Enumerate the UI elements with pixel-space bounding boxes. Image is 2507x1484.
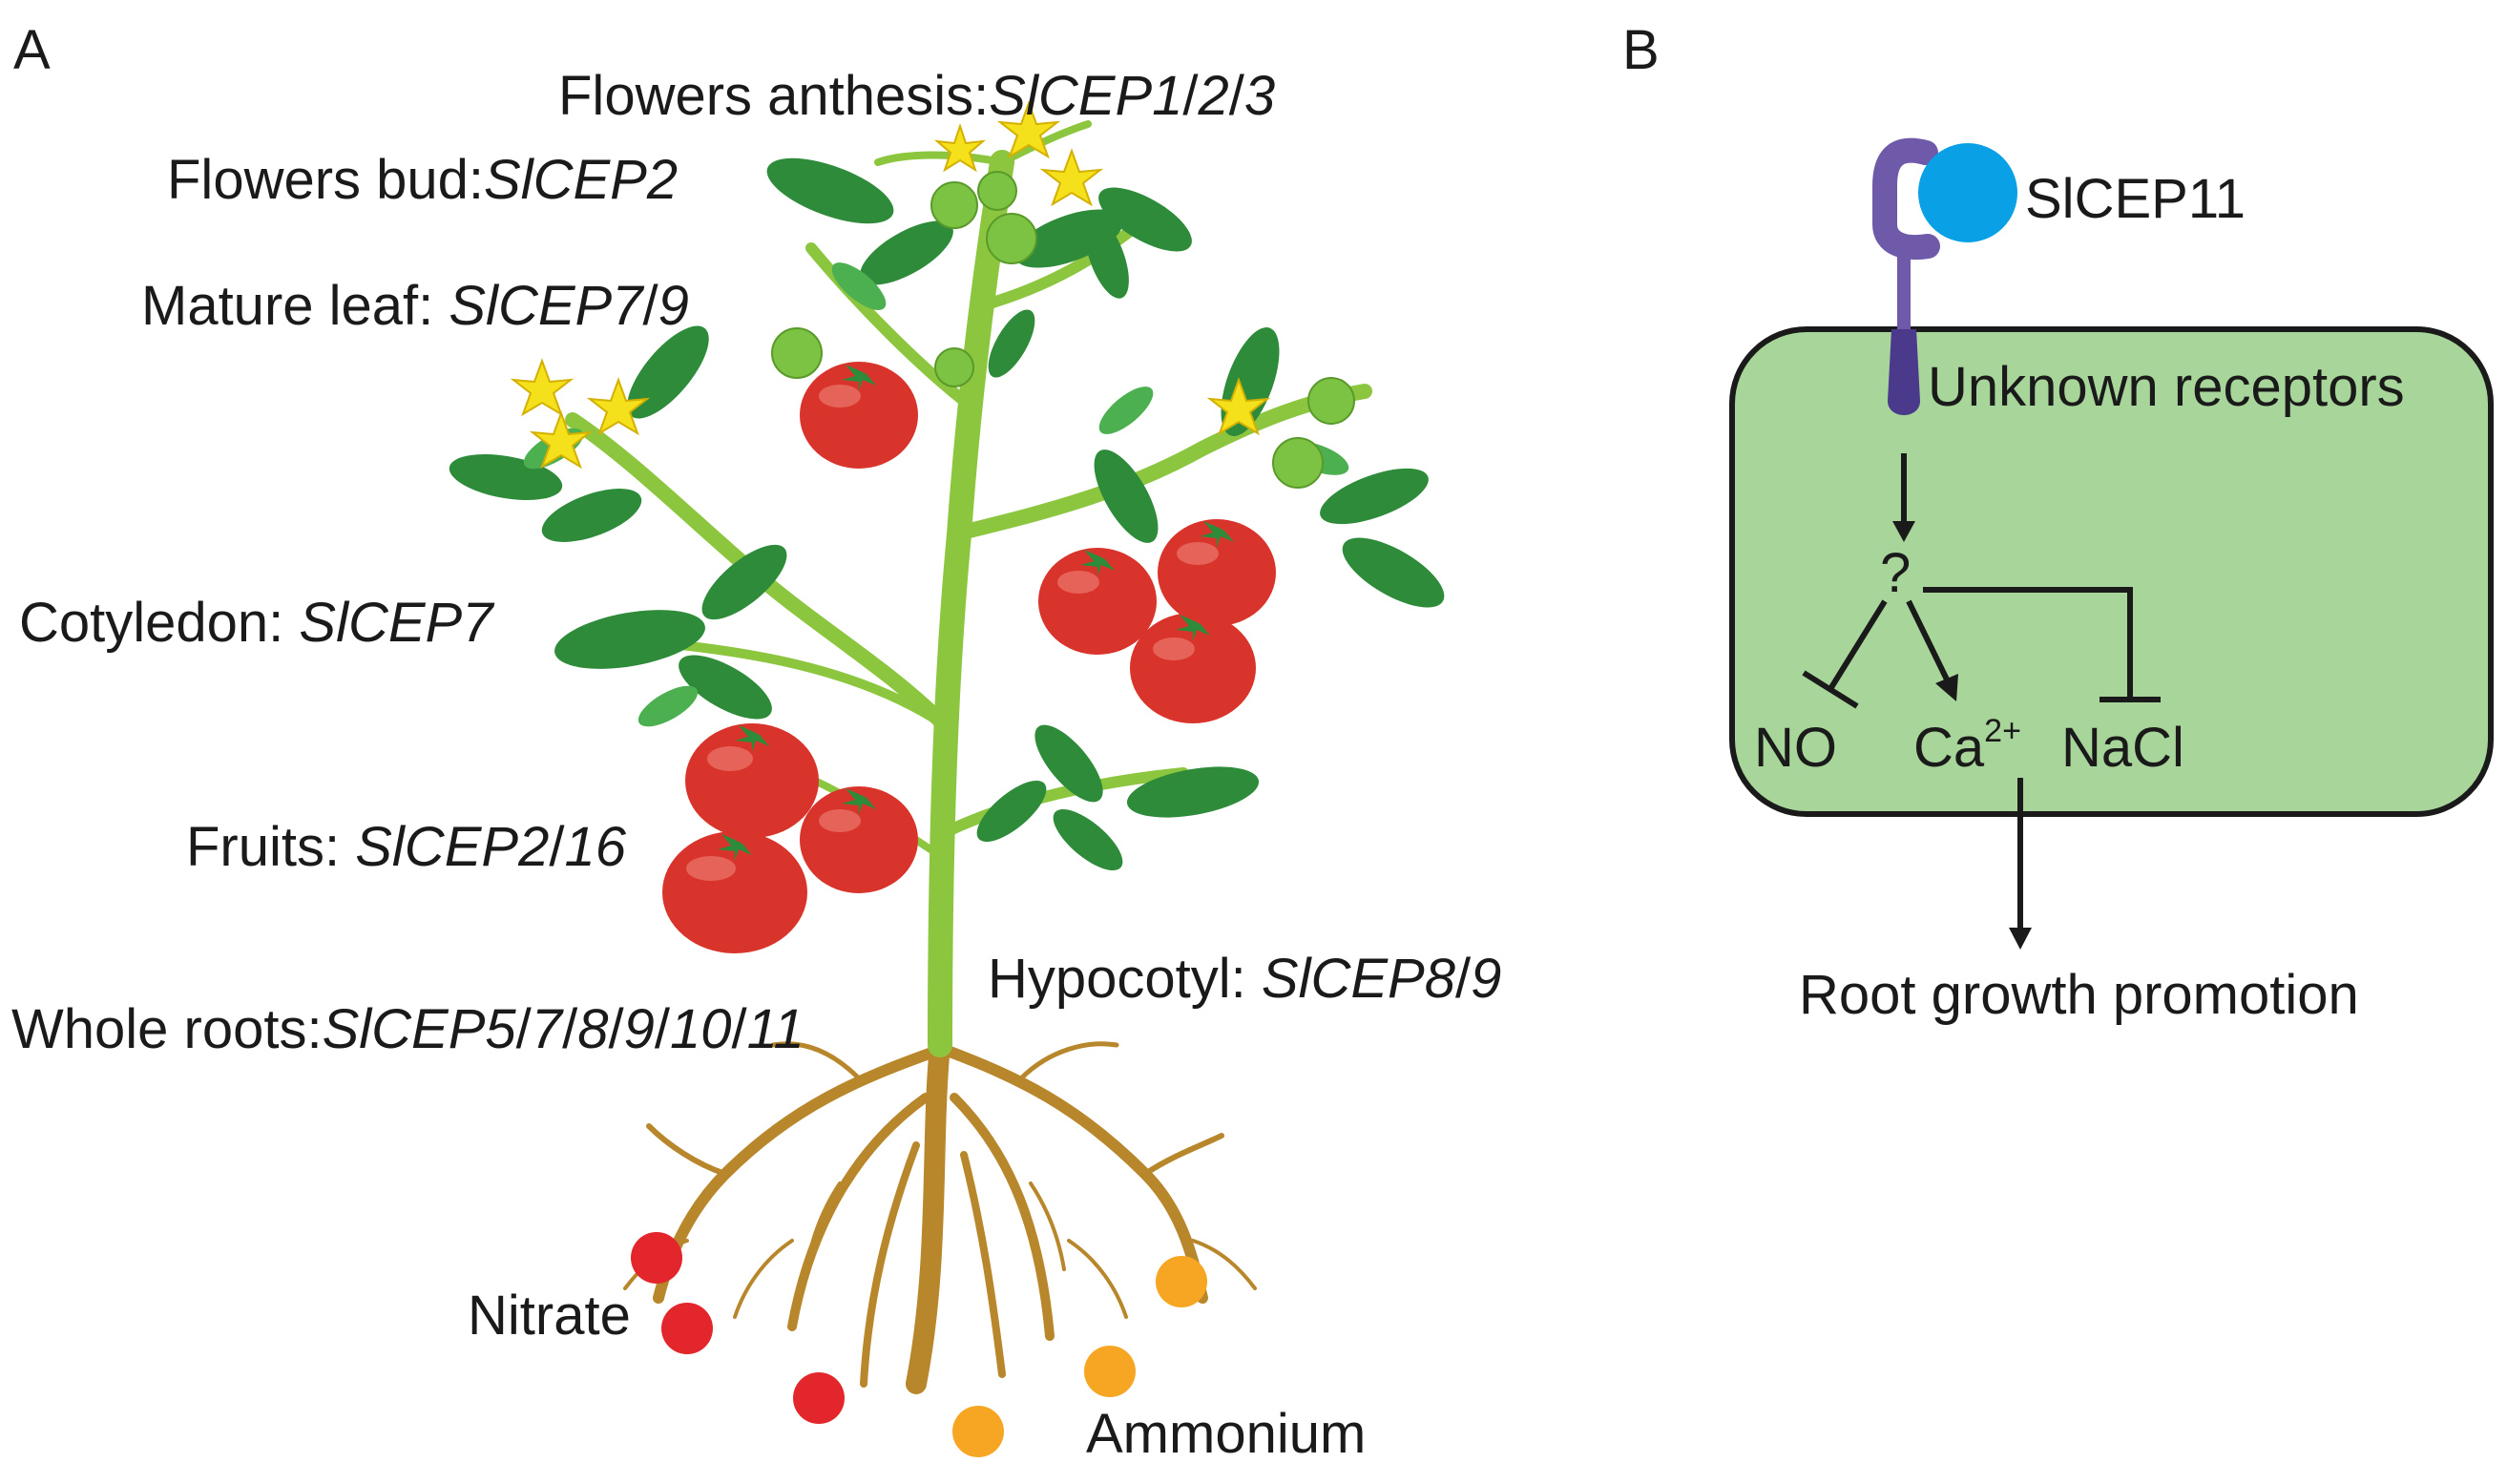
label-nacl: NaCl — [2061, 717, 2184, 779]
leaves — [449, 157, 1445, 871]
red-fruits — [662, 362, 1276, 953]
label-slcep11: SlCEP11 — [2025, 168, 2246, 230]
label-hypocotyl: Hypocotyl: SlCEP8/9 — [988, 948, 1501, 1010]
receptor-icon — [1872, 137, 1940, 415]
cell — [1729, 326, 2494, 817]
panel-b: B SlCEP11 Unknown receptors ? — [1622, 19, 2494, 1026]
label-no: NO — [1754, 717, 1837, 779]
inhibition-nacl — [1923, 587, 2161, 702]
label-fruits: Fruits: SlCEP2/16 — [186, 816, 627, 878]
flower-cluster-top — [933, 100, 1104, 207]
peptide-icon — [1918, 143, 2017, 242]
label-mature-leaf: Mature leaf: SlCEP7/9 — [141, 275, 689, 337]
ammonium-dot — [1084, 1346, 1136, 1397]
panel-a: A — [11, 19, 1501, 1465]
nitrate-dot — [661, 1303, 713, 1354]
label-flowers-anthesis: Flowers anthesis:SlCEP1/2/3 — [558, 65, 1275, 127]
unknown-node: ? — [1880, 542, 1911, 604]
label-flowers-bud: Flowers bud:SlCEP2 — [167, 149, 678, 211]
label-root-growth-promotion: Root growth promotion — [1799, 964, 2359, 1026]
panel-a-letter: A — [13, 19, 51, 81]
outcome-arrow — [2009, 778, 2032, 950]
label-ammonium: Ammonium — [1086, 1403, 1366, 1465]
stem — [565, 120, 1372, 1057]
label-cotyledon: Cotyledon: SlCEP7 — [19, 592, 495, 654]
roots — [623, 1035, 1257, 1394]
ammonium-dot — [952, 1406, 1004, 1457]
ammonium-dots — [952, 1256, 1207, 1457]
label-unknown-receptors: Unknown receptors — [1928, 356, 2405, 418]
activation-ca — [1906, 599, 1958, 701]
nitrate-dots — [631, 1232, 845, 1424]
signal-arrow — [1892, 453, 1915, 542]
nitrate-dot — [793, 1372, 845, 1424]
green-fruits — [771, 171, 1355, 489]
label-nitrate: Nitrate — [468, 1285, 631, 1347]
ammonium-dot — [1156, 1256, 1207, 1307]
inhibition-no — [1802, 599, 1888, 709]
flower-cluster-right — [1206, 377, 1271, 436]
nitrate-dot — [631, 1232, 682, 1284]
label-ca: Ca2+ — [1913, 713, 2021, 779]
flower-cluster-left — [510, 358, 651, 470]
label-whole-roots: Whole roots:SlCEP5/7/8/9/10/11 — [11, 998, 804, 1060]
panel-b-letter: B — [1622, 19, 1660, 81]
flowers — [510, 100, 1271, 470]
